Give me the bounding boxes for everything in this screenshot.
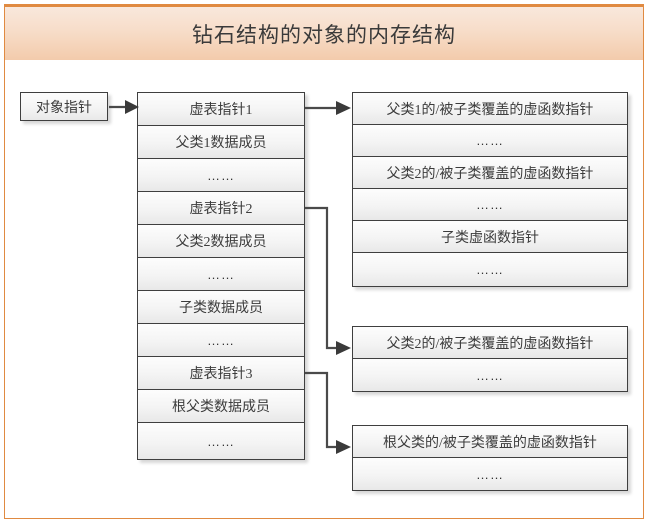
vtable3-row-ellipsis-1: …… (352, 457, 628, 491)
header-band: 钻石结构的对象的内存结构 (5, 5, 643, 60)
layout-row-vptr2: 虚表指针2 (137, 191, 305, 225)
object-pointer-box: 对象指针 (20, 92, 108, 121)
vtable1-row-ellipsis-2: …… (352, 188, 628, 221)
vtable-3-stack: 根父类的/被子类覆盖的虚函数指针 …… (352, 425, 628, 491)
layout-row-root-members: 根父类数据成员 (137, 389, 305, 423)
vtable-1-stack: 父类1的/被子类覆盖的虚函数指针 …… 父类2的/被子类覆盖的虚函数指针 …… … (352, 92, 628, 287)
vtable1-row-ellipsis-3: …… (352, 252, 628, 287)
layout-row-vptr3: 虚表指针3 (137, 356, 305, 390)
layout-row-ellipsis-1: …… (137, 158, 305, 192)
vtable3-row-root-vfptr: 根父类的/被子类覆盖的虚函数指针 (352, 425, 628, 458)
layout-row-ellipsis-2: …… (137, 257, 305, 291)
layout-row-derived-members: 子类数据成员 (137, 290, 305, 324)
layout-row-ellipsis-4: …… (137, 422, 305, 460)
vtable1-row-base1-vfptr: 父类1的/被子类覆盖的虚函数指针 (352, 92, 628, 125)
object-layout-stack: 虚表指针1 父类1数据成员 …… 虚表指针2 父类2数据成员 …… 子类数据成员… (137, 92, 305, 460)
page-title: 钻石结构的对象的内存结构 (192, 22, 456, 47)
vtable-2-stack: 父类2的/被子类覆盖的虚函数指针 …… (352, 326, 628, 392)
vtable1-row-derived-vfptr: 子类虚函数指针 (352, 220, 628, 253)
vtable2-row-ellipsis-1: …… (352, 358, 628, 392)
layout-row-base2-members: 父类2数据成员 (137, 224, 305, 258)
layout-row-ellipsis-3: …… (137, 323, 305, 357)
vtable2-row-base2-vfptr: 父类2的/被子类覆盖的虚函数指针 (352, 326, 628, 359)
vtable1-row-base2-vfptr: 父类2的/被子类覆盖的虚函数指针 (352, 156, 628, 189)
layout-row-vptr1: 虚表指针1 (137, 92, 305, 126)
layout-row-base1-members: 父类1数据成员 (137, 125, 305, 159)
vtable1-row-ellipsis-1: …… (352, 124, 628, 157)
